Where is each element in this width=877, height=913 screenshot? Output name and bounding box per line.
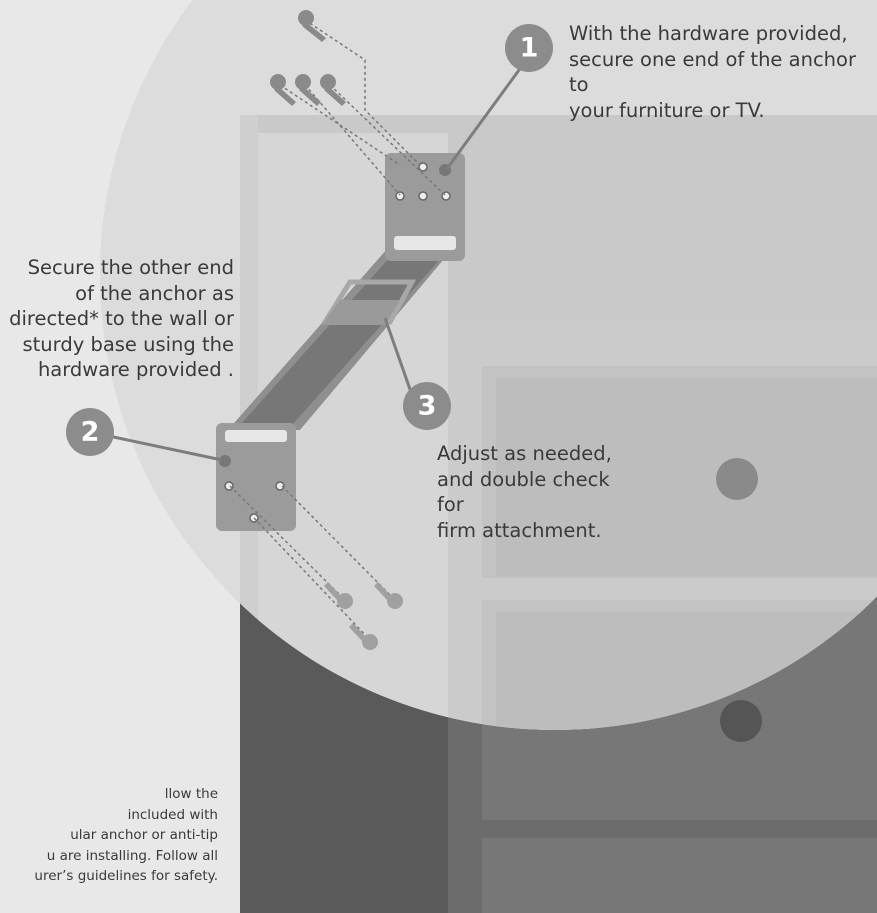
step-1-number: 1 [520,33,539,64]
step-1-badge: 1 [505,24,553,72]
top-bracket [385,153,465,261]
bottom-bracket [216,423,296,531]
safety-footnote: llow the included with ular anchor or an… [0,784,218,887]
step-2-instruction: Secure the other end of the anchor as di… [0,255,234,383]
step-3-instruction: Adjust as needed, and double check for f… [437,441,627,543]
step-2-number: 2 [81,417,100,448]
step-3-badge: 3 [403,382,451,430]
step-3-number: 3 [418,391,437,422]
step-1-instruction: With the hardware provided, secure one e… [569,21,877,123]
step-2-badge: 2 [66,408,114,456]
